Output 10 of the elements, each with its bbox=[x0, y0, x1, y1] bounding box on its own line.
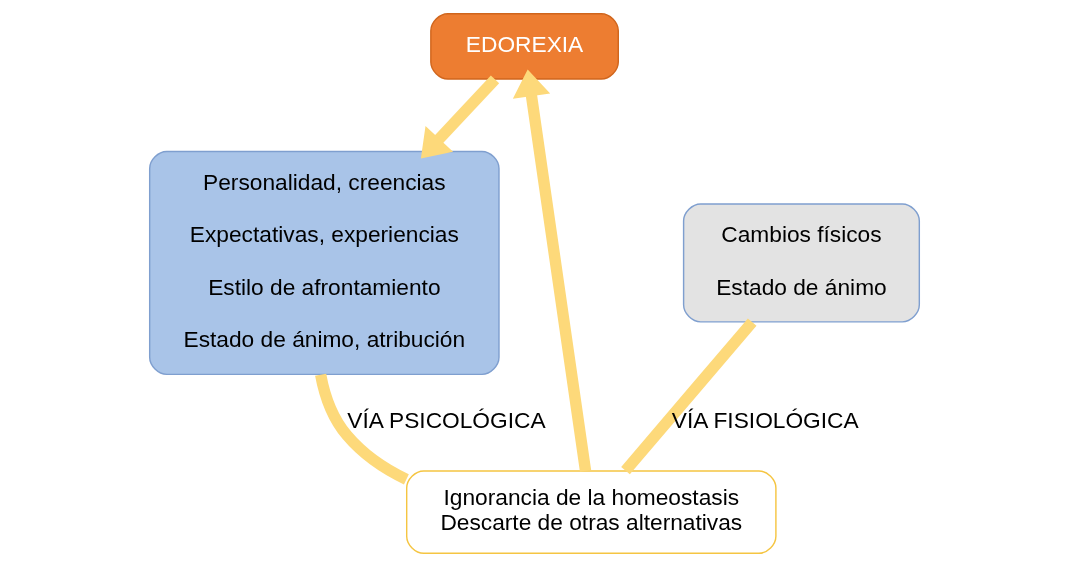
node-box: Cambios físicos Estado de ánimo bbox=[682, 203, 920, 323]
edge-label: VÍA FISIOLÓGICA bbox=[671, 407, 859, 434]
connector bbox=[620, 318, 756, 475]
node-box: Ignorancia de la homeostasis Descarte de otras alternativas bbox=[405, 470, 777, 554]
arrow bbox=[512, 69, 591, 472]
node-box: EDOREXIA bbox=[429, 13, 619, 80]
node-box: Personalidad, creencias Expectativas, experiencias Estilo de afrontamiento Estado de ánimo, atribución bbox=[148, 150, 500, 376]
edge-label: VÍA PSICOLÓGICA bbox=[346, 407, 546, 434]
arrow bbox=[420, 75, 499, 159]
connector bbox=[314, 373, 409, 485]
